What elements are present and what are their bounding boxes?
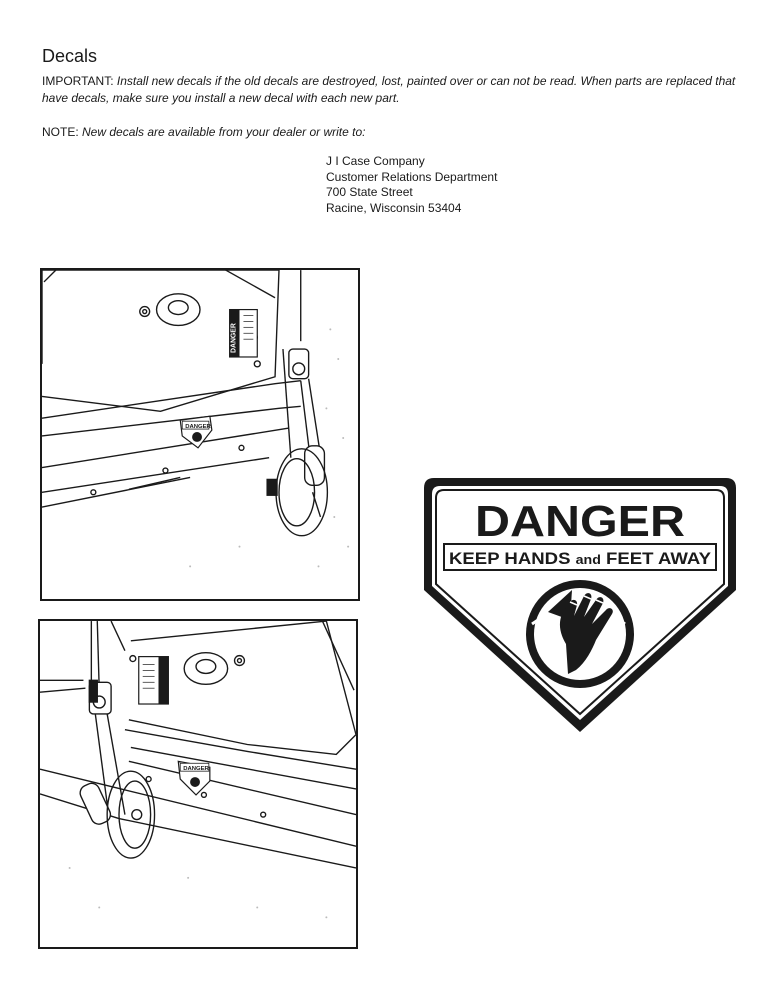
note-text: New decals are available from your deale… — [82, 125, 366, 139]
mower-left-corner-drawing: DANGER — [40, 621, 356, 919]
deck-side-decal-label: DANGER — [231, 323, 238, 353]
hand-warning-icon — [526, 580, 634, 688]
deck-side-decal: DANGER — [229, 308, 258, 358]
decal-subtext-and: and — [576, 552, 601, 567]
address-line-department: Customer Relations Department — [326, 169, 498, 184]
address-line-city: Racine, Wisconsin 53404 — [326, 200, 462, 215]
front-panel-decal-label: DANGER — [185, 424, 211, 430]
important-paragraph: IMPORTANT: Install new decals if the old… — [42, 73, 752, 107]
deck-top-decal — [138, 656, 169, 705]
side-panel-decal: DANGER — [177, 760, 211, 796]
front-panel-decal: DANGER — [179, 415, 213, 449]
address-line-street: 700 State Street — [326, 185, 413, 199]
danger-decal-graphic: DANGER KEEP HANDS and FEET AWAY — [424, 478, 736, 732]
danger-keep-hands-feet-away-decal: DANGER KEEP HANDS and FEET AWAY — [420, 474, 740, 736]
page-title: Decals — [42, 46, 98, 66]
important-text: Install new decals if the old decals are… — [42, 74, 736, 105]
mailing-address: J I Case Company Customer Relations Depa… — [326, 154, 497, 216]
address-line-company: J I Case Company — [326, 154, 425, 168]
mower-decal-location-illustration-right: DANGER DANGER — [40, 268, 360, 601]
decal-subtext-part1: KEEP HANDS — [449, 549, 576, 568]
note-paragraph: NOTE: New decals are available from your… — [42, 124, 742, 141]
mower-decal-location-illustration-left: DANGER — [38, 619, 358, 949]
decal-heading: DANGER — [475, 497, 685, 546]
side-panel-decal-label: DANGER — [183, 766, 209, 772]
decal-subtext: KEEP HANDS and FEET AWAY — [449, 549, 712, 568]
mower-right-corner-drawing: DANGER DANGER — [42, 270, 350, 568]
note-label: NOTE: — [42, 125, 79, 139]
decal-subtext-part2: FEET AWAY — [601, 549, 712, 568]
important-label: IMPORTANT: — [42, 74, 114, 88]
